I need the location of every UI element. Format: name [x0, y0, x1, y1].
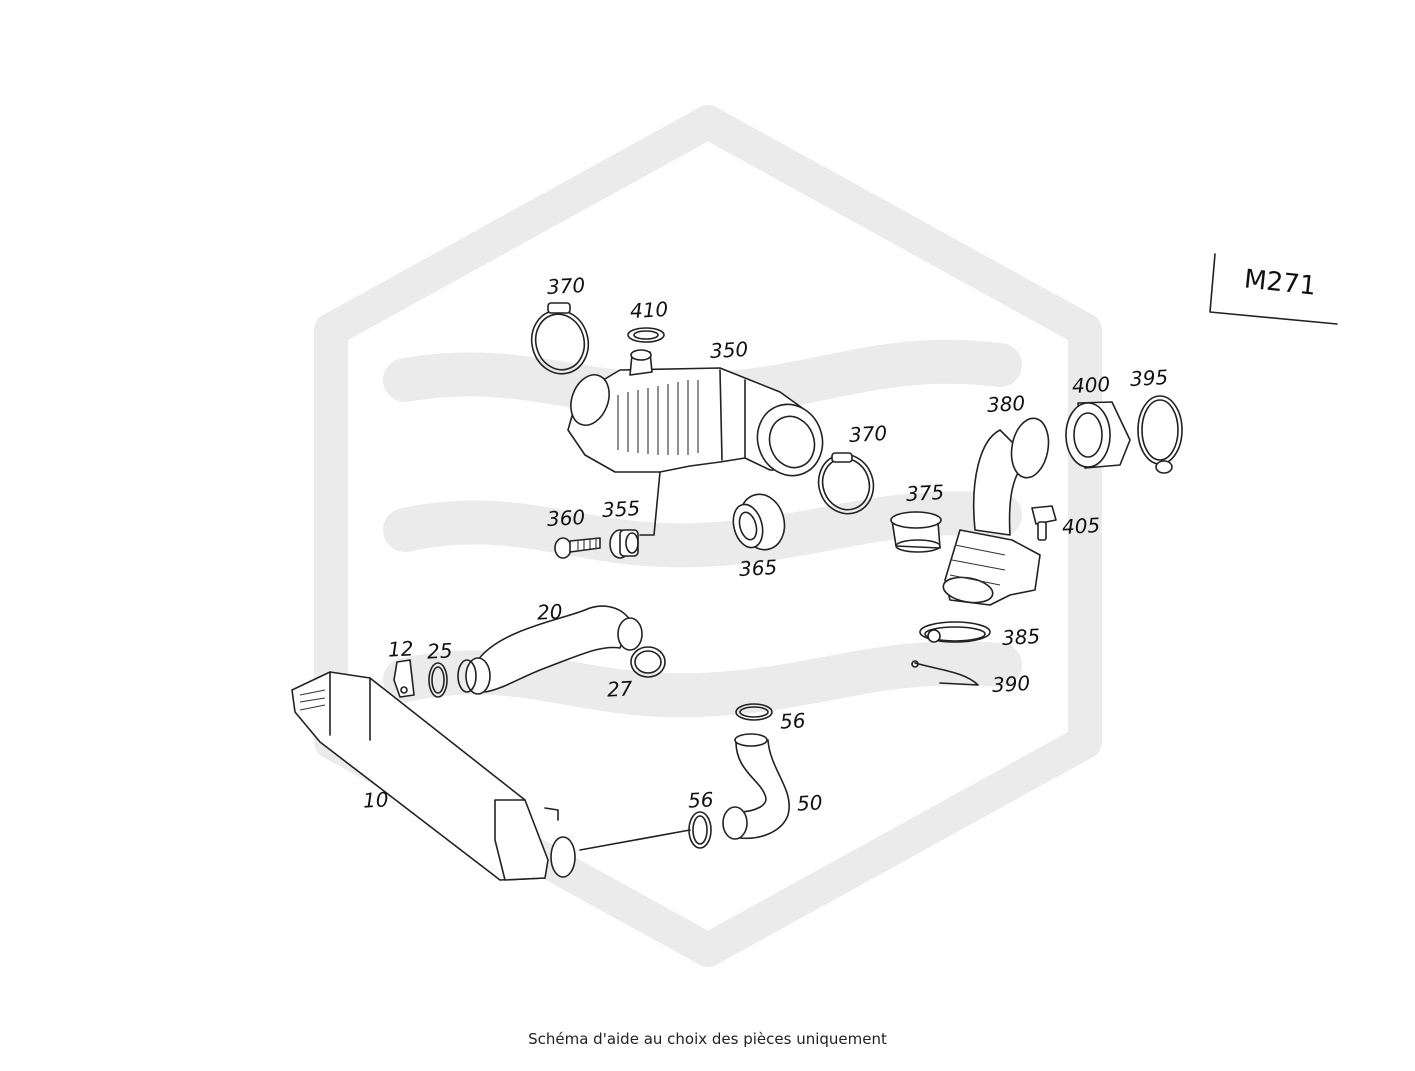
clamp-370-right[interactable]: [810, 447, 881, 522]
seal-ring-365[interactable]: [729, 489, 791, 554]
clip-410[interactable]: [627, 327, 665, 343]
engine-tag-frame: [1209, 253, 1338, 325]
air-housing-350[interactable]: [564, 349, 832, 536]
clamp-370-top[interactable]: [525, 302, 596, 380]
footer-disclaimer: Schéma d'aide au choix des pièces unique…: [528, 1030, 887, 1048]
bracket-clip-12[interactable]: [393, 659, 415, 698]
charge-air-hose-20[interactable]: [457, 605, 643, 695]
connector-sleeve-375[interactable]: [890, 511, 942, 553]
o-ring-56-top[interactable]: [735, 703, 773, 721]
spring-clip-390[interactable]: [911, 660, 979, 686]
ref-400: 400: [1071, 372, 1111, 398]
ref-390: 390: [991, 671, 1031, 697]
ref-405: 405: [1061, 513, 1101, 539]
intercooler-10[interactable]: [291, 671, 691, 881]
sleeve-400[interactable]: [1065, 401, 1131, 469]
o-ring-27[interactable]: [630, 646, 666, 678]
clamp-395[interactable]: [1137, 395, 1183, 474]
ref-360: 360: [546, 505, 586, 531]
ref-375: 375: [905, 480, 945, 506]
ref-25: 25: [426, 638, 454, 664]
ref-370-top: 370: [546, 273, 586, 299]
ref-56-bottom: 56: [687, 787, 715, 813]
ref-12: 12: [387, 636, 415, 662]
bolt-360[interactable]: [554, 537, 601, 559]
o-ring-56-bottom[interactable]: [688, 811, 712, 849]
ref-385: 385: [1001, 624, 1041, 650]
ref-10: 10: [362, 787, 390, 813]
ref-380: 380: [986, 391, 1026, 417]
ref-350: 350: [709, 337, 749, 363]
ref-355: 355: [601, 496, 641, 522]
o-ring-25[interactable]: [428, 662, 448, 698]
ref-365: 365: [738, 555, 778, 581]
ref-395: 395: [1129, 365, 1169, 391]
ref-370-right: 370: [848, 421, 888, 447]
ref-56-top: 56: [779, 708, 807, 734]
hose-clamp-385[interactable]: [919, 621, 991, 643]
ref-50: 50: [796, 790, 824, 816]
bolt-405[interactable]: [1031, 505, 1057, 541]
ref-410: 410: [629, 297, 669, 323]
ref-27: 27: [606, 676, 634, 702]
charge-air-pipe-50[interactable]: [722, 733, 790, 840]
valve-fitting-355[interactable]: [609, 529, 639, 559]
ref-20: 20: [536, 599, 564, 625]
intake-pipe-380[interactable]: [941, 415, 1053, 606]
